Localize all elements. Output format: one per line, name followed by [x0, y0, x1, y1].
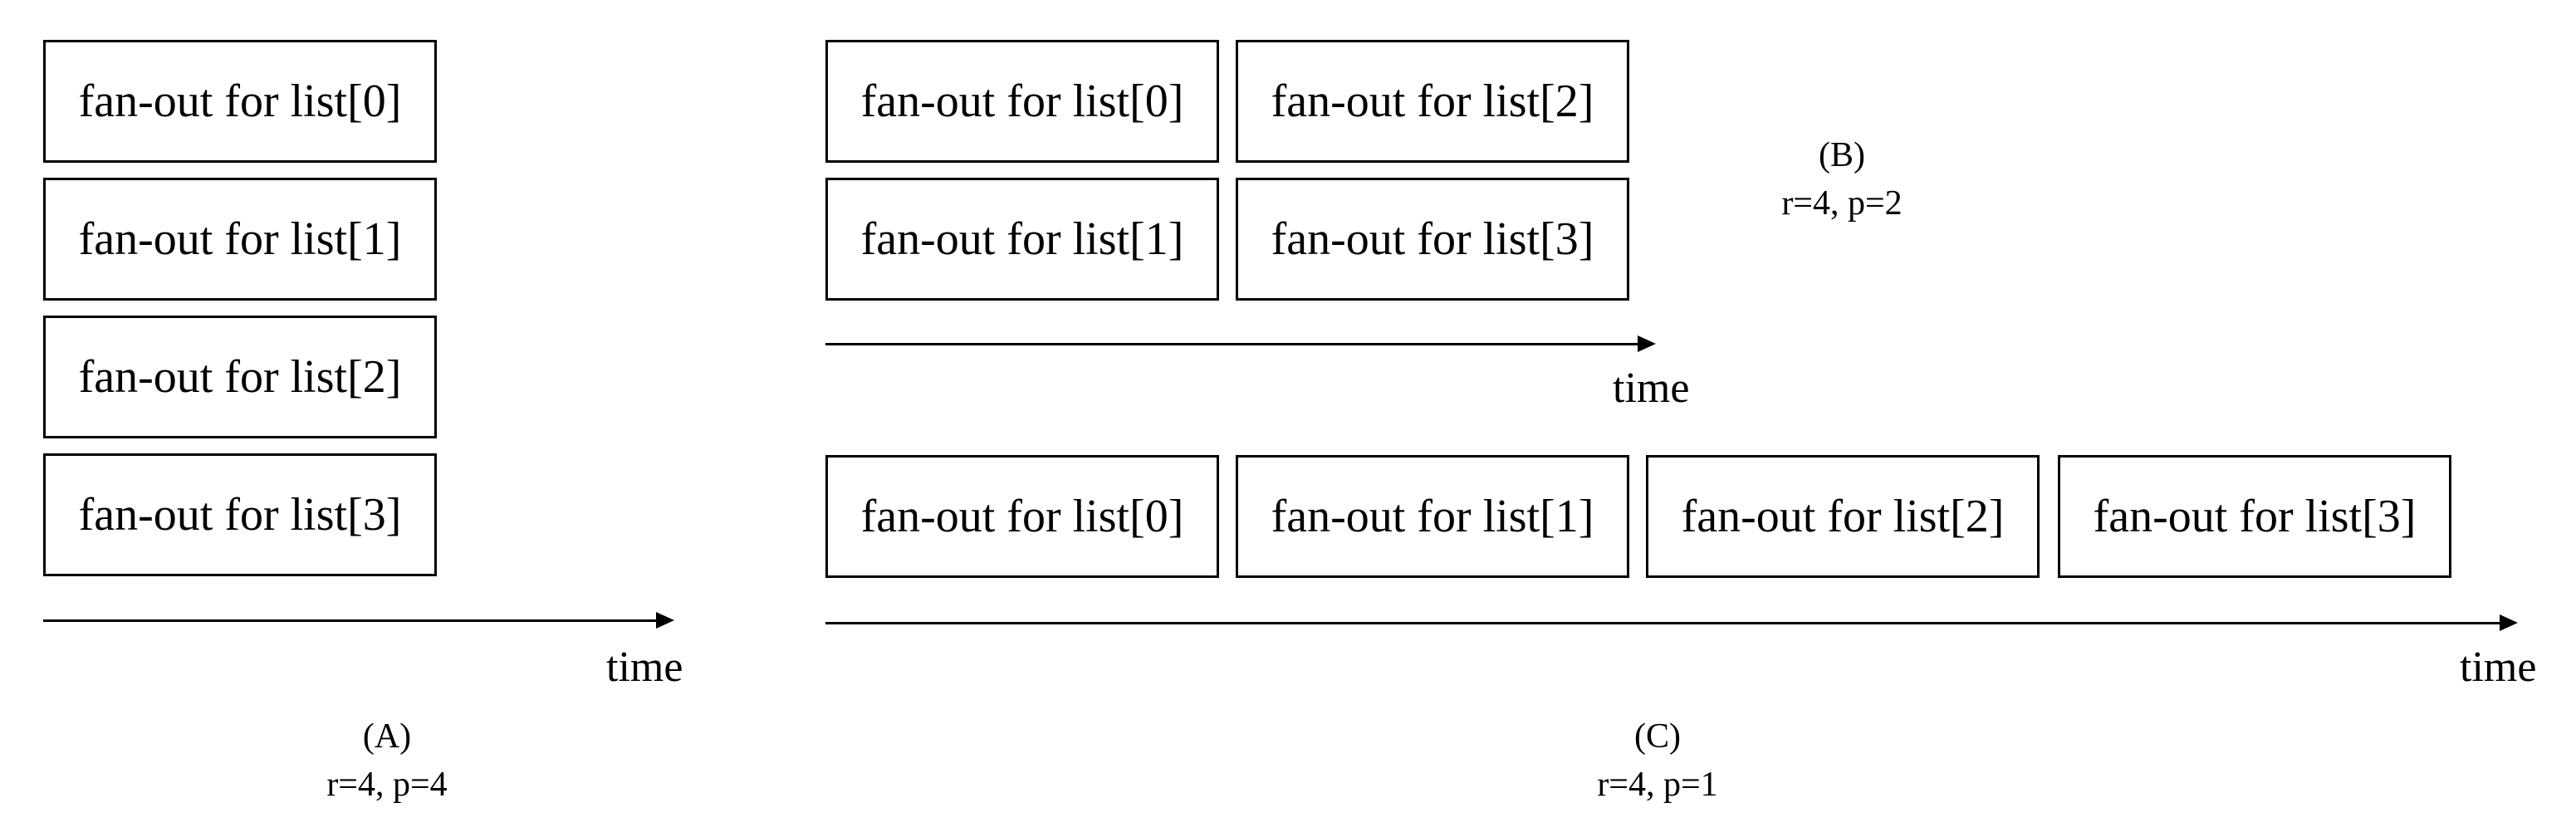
- panel-a-box-list-1: fan-out for list[1]: [43, 178, 437, 301]
- panel-c-axis-arrowhead: [2500, 614, 2518, 631]
- panel-c-time-label: time: [2460, 644, 2537, 691]
- panel-a-caption: (A) r=4, p=4: [262, 712, 512, 809]
- panel-b-box-list-2: fan-out for list[2]: [1236, 40, 1629, 163]
- panel-b-box-list-0: fan-out for list[0]: [825, 40, 1219, 163]
- panel-c-time-axis: [825, 622, 2501, 624]
- panel-b-caption-title: (B): [1819, 136, 1865, 174]
- panel-b-axis-arrowhead: [1638, 335, 1656, 352]
- panel-c-box-list-1: fan-out for list[1]: [1236, 455, 1629, 578]
- panel-a-box-list-3: fan-out for list[3]: [43, 453, 437, 576]
- panel-c-caption-title: (C): [1634, 717, 1681, 756]
- panel-b-time-axis: [825, 343, 1639, 345]
- panel-b-caption: (B) r=4, p=2: [1717, 131, 1966, 228]
- panel-c-box-list-3: fan-out for list[3]: [2058, 455, 2451, 578]
- panel-a-box-list-2: fan-out for list[2]: [43, 316, 437, 438]
- panel-a-caption-params: r=4, p=4: [326, 766, 448, 804]
- panel-b-time-label: time: [1613, 365, 1690, 412]
- panel-c-box-list-0: fan-out for list[0]: [825, 455, 1219, 578]
- panel-a-box-list-0: fan-out for list[0]: [43, 40, 437, 163]
- panel-a-time-label: time: [606, 644, 683, 691]
- panel-c-caption: (C) r=4, p=1: [1533, 712, 1782, 809]
- panel-b-caption-params: r=4, p=2: [1781, 184, 1903, 223]
- panel-b-box-list-3: fan-out for list[3]: [1236, 178, 1629, 301]
- panel-c-box-list-2: fan-out for list[2]: [1646, 455, 2040, 578]
- panel-a-caption-title: (A): [362, 717, 412, 756]
- panel-a-time-axis: [43, 619, 658, 622]
- panel-b-box-list-1: fan-out for list[1]: [825, 178, 1219, 301]
- panel-c-caption-params: r=4, p=1: [1597, 766, 1718, 804]
- panel-a-axis-arrowhead: [656, 612, 674, 629]
